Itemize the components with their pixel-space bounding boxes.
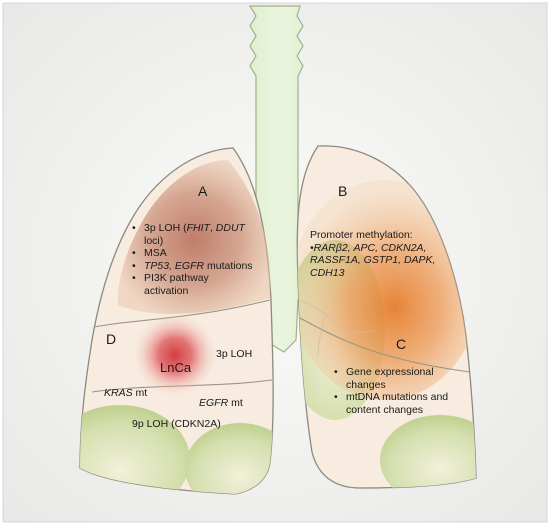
region-b-genes-line2: RASSF1A, GSTP1, DAPK, (310, 254, 436, 266)
region-b-label: B (338, 183, 348, 199)
region-a-item1-line2: loci) (144, 234, 164, 247)
region-d-kras-suffix: mt (132, 387, 148, 399)
region-a-item4-line2: activation (144, 284, 189, 297)
genes-tp53-egfr: TP53, EGFR (144, 259, 205, 272)
region-d-egfr-suffix: mt (228, 397, 243, 409)
region-a-item-mutations: TP53, EGFR mutations (132, 260, 253, 273)
region-a-item3-suffix: mutations (204, 259, 253, 272)
region-d-9p-loh: 9p LOH (CDKN2A) (132, 418, 221, 430)
lnca-label: LnCa (160, 360, 192, 375)
gene-ddut: DDUT (215, 222, 245, 234)
region-b-title: Promoter methylation: (310, 229, 413, 241)
region-c-item2-line2: content changes (346, 403, 424, 416)
region-c-label: C (396, 336, 407, 352)
region-a-item-3p-loh: 3p LOH (FHIT, DDUT loci) (132, 222, 253, 247)
region-a-item1-sep: , (209, 222, 216, 234)
region-a-item2-text: MSA (144, 247, 167, 259)
region-a-list: 3p LOH (FHIT, DDUT loci) MSA TP53, EGFR m… (132, 222, 253, 297)
region-c-item1-line1: Gene expressional (346, 366, 434, 378)
region-b-genes-line3: CDH13 (310, 266, 345, 279)
region-a-item4-line1: PI3K pathway (144, 272, 209, 284)
gene-fhit: FHIT (186, 222, 210, 234)
region-d-kras: KRAS mt (104, 387, 147, 400)
gene-kras: KRAS (104, 387, 133, 399)
region-c-item1-line2: changes (346, 378, 386, 391)
region-b-spot (297, 180, 476, 400)
gene-egfr: EGFR (199, 397, 229, 409)
region-a-item-msa: MSA (132, 247, 253, 260)
region-b-text: Promoter methylation: •RARβ2, APC, CDKN2… (310, 229, 435, 279)
region-d-egfr: EGFR mt (199, 397, 243, 410)
region-b-genes-line1: •RARβ2, APC, CDKN2A, (310, 241, 427, 254)
lnca-tumor-spot (133, 313, 217, 397)
region-d-label: D (106, 331, 117, 347)
region-d-3p-loh: 3p LOH (216, 348, 253, 360)
region-a-label: A (198, 183, 208, 199)
region-a-item1-prefix: 3p LOH ( (144, 222, 187, 234)
region-c-item2-line1: mtDNA mutations and (346, 391, 449, 403)
